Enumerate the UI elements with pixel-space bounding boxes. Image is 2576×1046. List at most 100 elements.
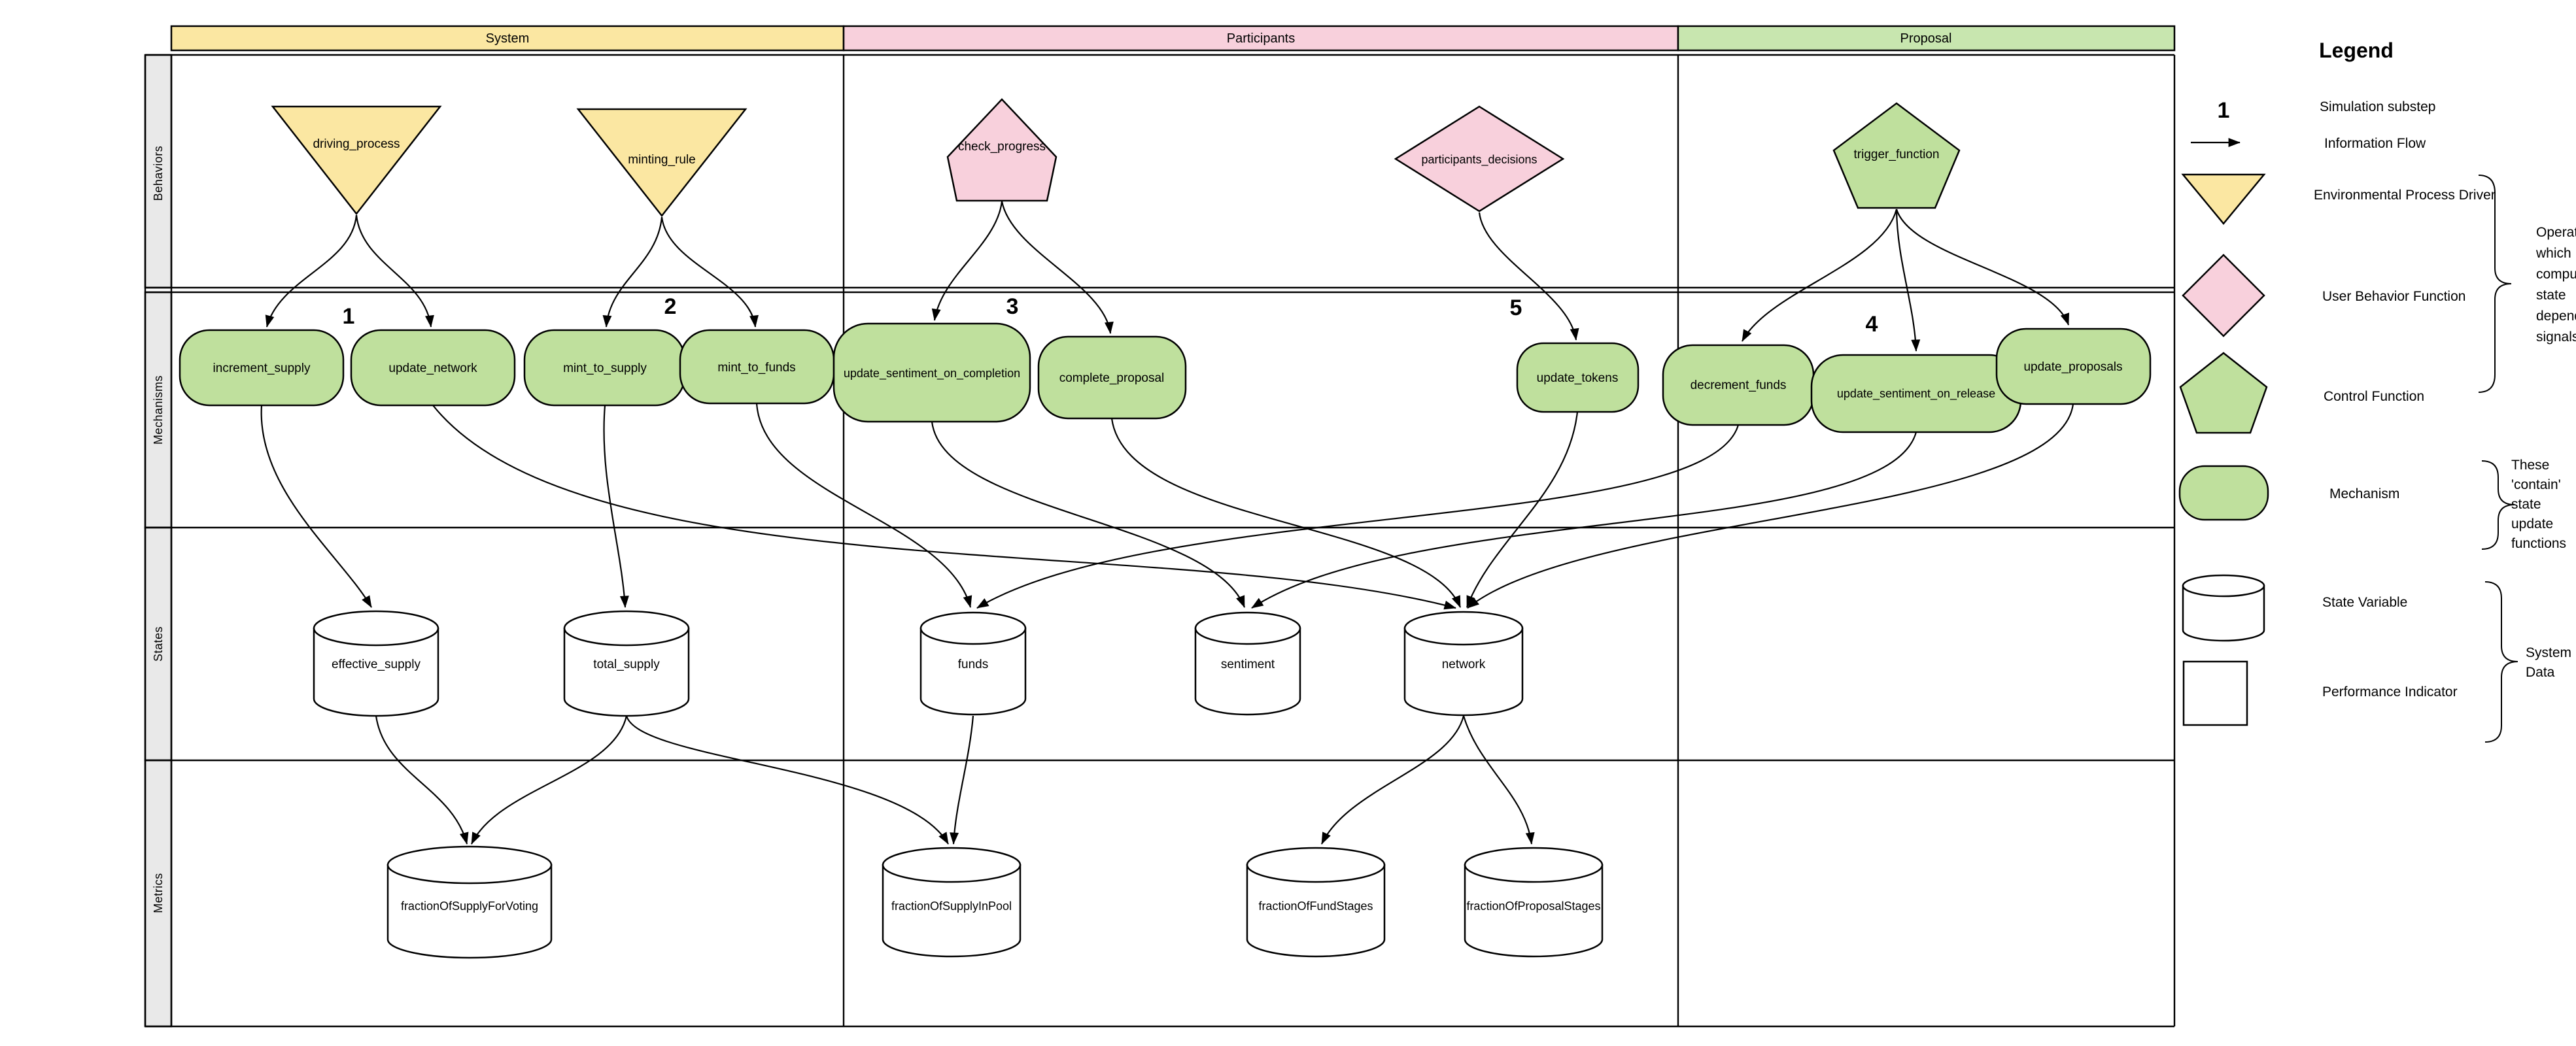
legend-performance-indicator-label: Performance Indicator [2322,684,2458,700]
operators-note-line: compute [2536,267,2576,282]
operators-note-brace [2478,175,2512,393]
node-decrement-funds-label: decrement_funds [1691,379,1787,392]
information-flow-edges [260,201,2074,845]
operators-note: Operators which compute state dependent … [2535,225,2576,345]
legend-environmental-process-driver-label: Environmental Process Driver [2314,188,2496,203]
mechanism-icon [2178,465,2269,521]
edge-update_sentiment_on_release-sentiment [1251,431,1917,609]
node-funds-label: funds [958,658,988,671]
edge-minting_rule-mint_to_funds [661,216,759,328]
control-function-icon [2179,352,2268,434]
metrics-row-nodes: fractionOfSupplyForVoting fractionOfSupp… [386,845,1604,959]
node-trigger-function-pentagon [1832,102,1961,209]
legend-information-flow-label: Information Flow [2324,136,2426,151]
node-update-network-label: update_network [388,362,477,375]
node-increment-supply-label: increment_supply [213,362,311,375]
node-complete-proposal [1037,335,1187,420]
column-header-participants-label: Participants [1227,31,1296,46]
node-effective-supply-label: effective_supply [332,658,421,671]
swimlane-grid: System Participants Proposal Behaviors M… [144,25,2176,1028]
behaviors-row-nodes: driving_process minting_rule check_progr… [271,98,1961,218]
column-header-proposal-label: Proposal [1900,31,1952,46]
node-total-supply-label: total_supply [593,658,660,671]
node-sentiment-label: sentiment [1221,658,1275,671]
node-increment-supply [179,329,345,407]
edge-trigger_function-update_proposals [1895,209,2070,326]
edge-mint_to_supply-total_supply [603,405,629,608]
node-mint-to-supply-label: mint_to_supply [563,362,647,375]
node-update-network [350,329,516,407]
node-update-tokens [1516,342,1640,413]
system-data-line: Data [2526,665,2555,680]
edge-driving_process-update_network [355,214,434,328]
state-variable-icon [2182,574,2265,642]
node-fraction-of-proposal-stages: fractionOfProposalStages [1464,847,1604,958]
mechanism-note-line: functions [2511,536,2566,551]
node-sentiment: sentiment [1194,611,1301,716]
node-update-sentiment-on-completion [833,322,1031,423]
node-update-sentiment-on-release-label: update_sentiment_on_release [1837,387,1995,401]
node-check-progress-pentagon [946,98,1057,202]
node-fraction-of-fund-stages: fractionOfFundStages [1246,847,1386,958]
system-data-brace [2484,581,2518,743]
legend-substep-symbol: 1 [2218,98,2230,123]
edge-update_network-network [432,405,1456,610]
mechanism-note-line: 'contain' [2511,477,2561,492]
substep-3: 3 [1006,294,1019,319]
environmental-process-driver-icon [2181,173,2266,225]
mechanism-note-line: update [2511,516,2553,531]
mechanism-note-line: These [2511,458,2549,473]
column-header-participants [842,25,1679,52]
performance-indicator-icon [2182,660,2248,726]
grid-frame [144,54,2176,1028]
mechanism-note-brace [2481,460,2515,550]
legend-simulation-substep-label: Simulation substep [2320,99,2435,114]
node-network: network [1403,611,1524,717]
node-driving-process-triangle [271,105,442,216]
system-data-note: System Data [2526,645,2571,680]
node-effective-supply: effective_supply [313,610,439,717]
edge-network-fractionOfFundStages [1321,715,1465,845]
column-header-system [170,25,845,52]
substep-2: 2 [664,294,677,319]
mechanisms-row-nodes: increment_supply update_network mint_to_… [179,294,2152,433]
edge-update_tokens-network [1466,411,1579,608]
edge-trigger_function-update_sentiment_on_release [1895,209,1921,352]
operators-note-line: which [2535,246,2571,261]
node-fraction-of-supply-for-voting: fractionOfSupplyForVoting [386,845,553,959]
node-update-sentiment-on-completion-label: update_sentiment_on_completion [844,367,1020,380]
node-update-tokens-label: update_tokens [1537,371,1619,385]
states-row-nodes: effective_supply total_supply funds sent… [313,610,1524,717]
node-funds: funds [919,611,1027,716]
node-network-label: network [1442,658,1486,671]
edge-check_progress-complete_proposal [1001,201,1114,334]
row-label-metrics: Metrics [152,873,165,913]
legend: Legend 1 Simulation substep Information … [2178,39,2576,743]
node-participants-decisions-diamond [1394,105,1565,212]
edge-total_supply-fractionOfSupplyInPool [625,715,949,845]
user-behavior-function-icon [2182,254,2265,337]
edge-mint_to_funds-funds [755,403,972,608]
edge-complete_proposal-network [1110,418,1462,608]
substep-1: 1 [343,304,355,329]
system-data-line: System [2526,645,2571,660]
row-label-states: States [152,626,165,662]
edge-network-fractionOfProposalStages [1462,715,1535,845]
node-total-supply: total_supply [563,610,690,717]
column-header-system-label: System [486,31,530,46]
row-label-mechanisms: Mechanisms [152,375,165,445]
node-trigger-function-label: trigger_function [1854,148,1940,161]
edge-trigger_function-decrement_funds [1742,209,1898,342]
edge-increment_supply-effective_supply [260,405,372,608]
legend-user-behavior-function-label: User Behavior Function [2322,289,2465,304]
node-fraction-of-fund-stages-label: fractionOfFundStages [1258,900,1373,913]
edge-participants_decisions-update_tokens [1478,212,1579,341]
node-fraction-of-supply-for-voting-label: fractionOfSupplyForVoting [401,900,538,913]
node-minting-rule-label: minting_rule [628,153,696,167]
edge-effective_supply-fractionOfSupplyForVoting [375,715,469,845]
mechanism-note-line: state [2511,497,2541,512]
substep-4: 4 [1866,312,1878,337]
node-update-proposals [1995,328,2152,405]
